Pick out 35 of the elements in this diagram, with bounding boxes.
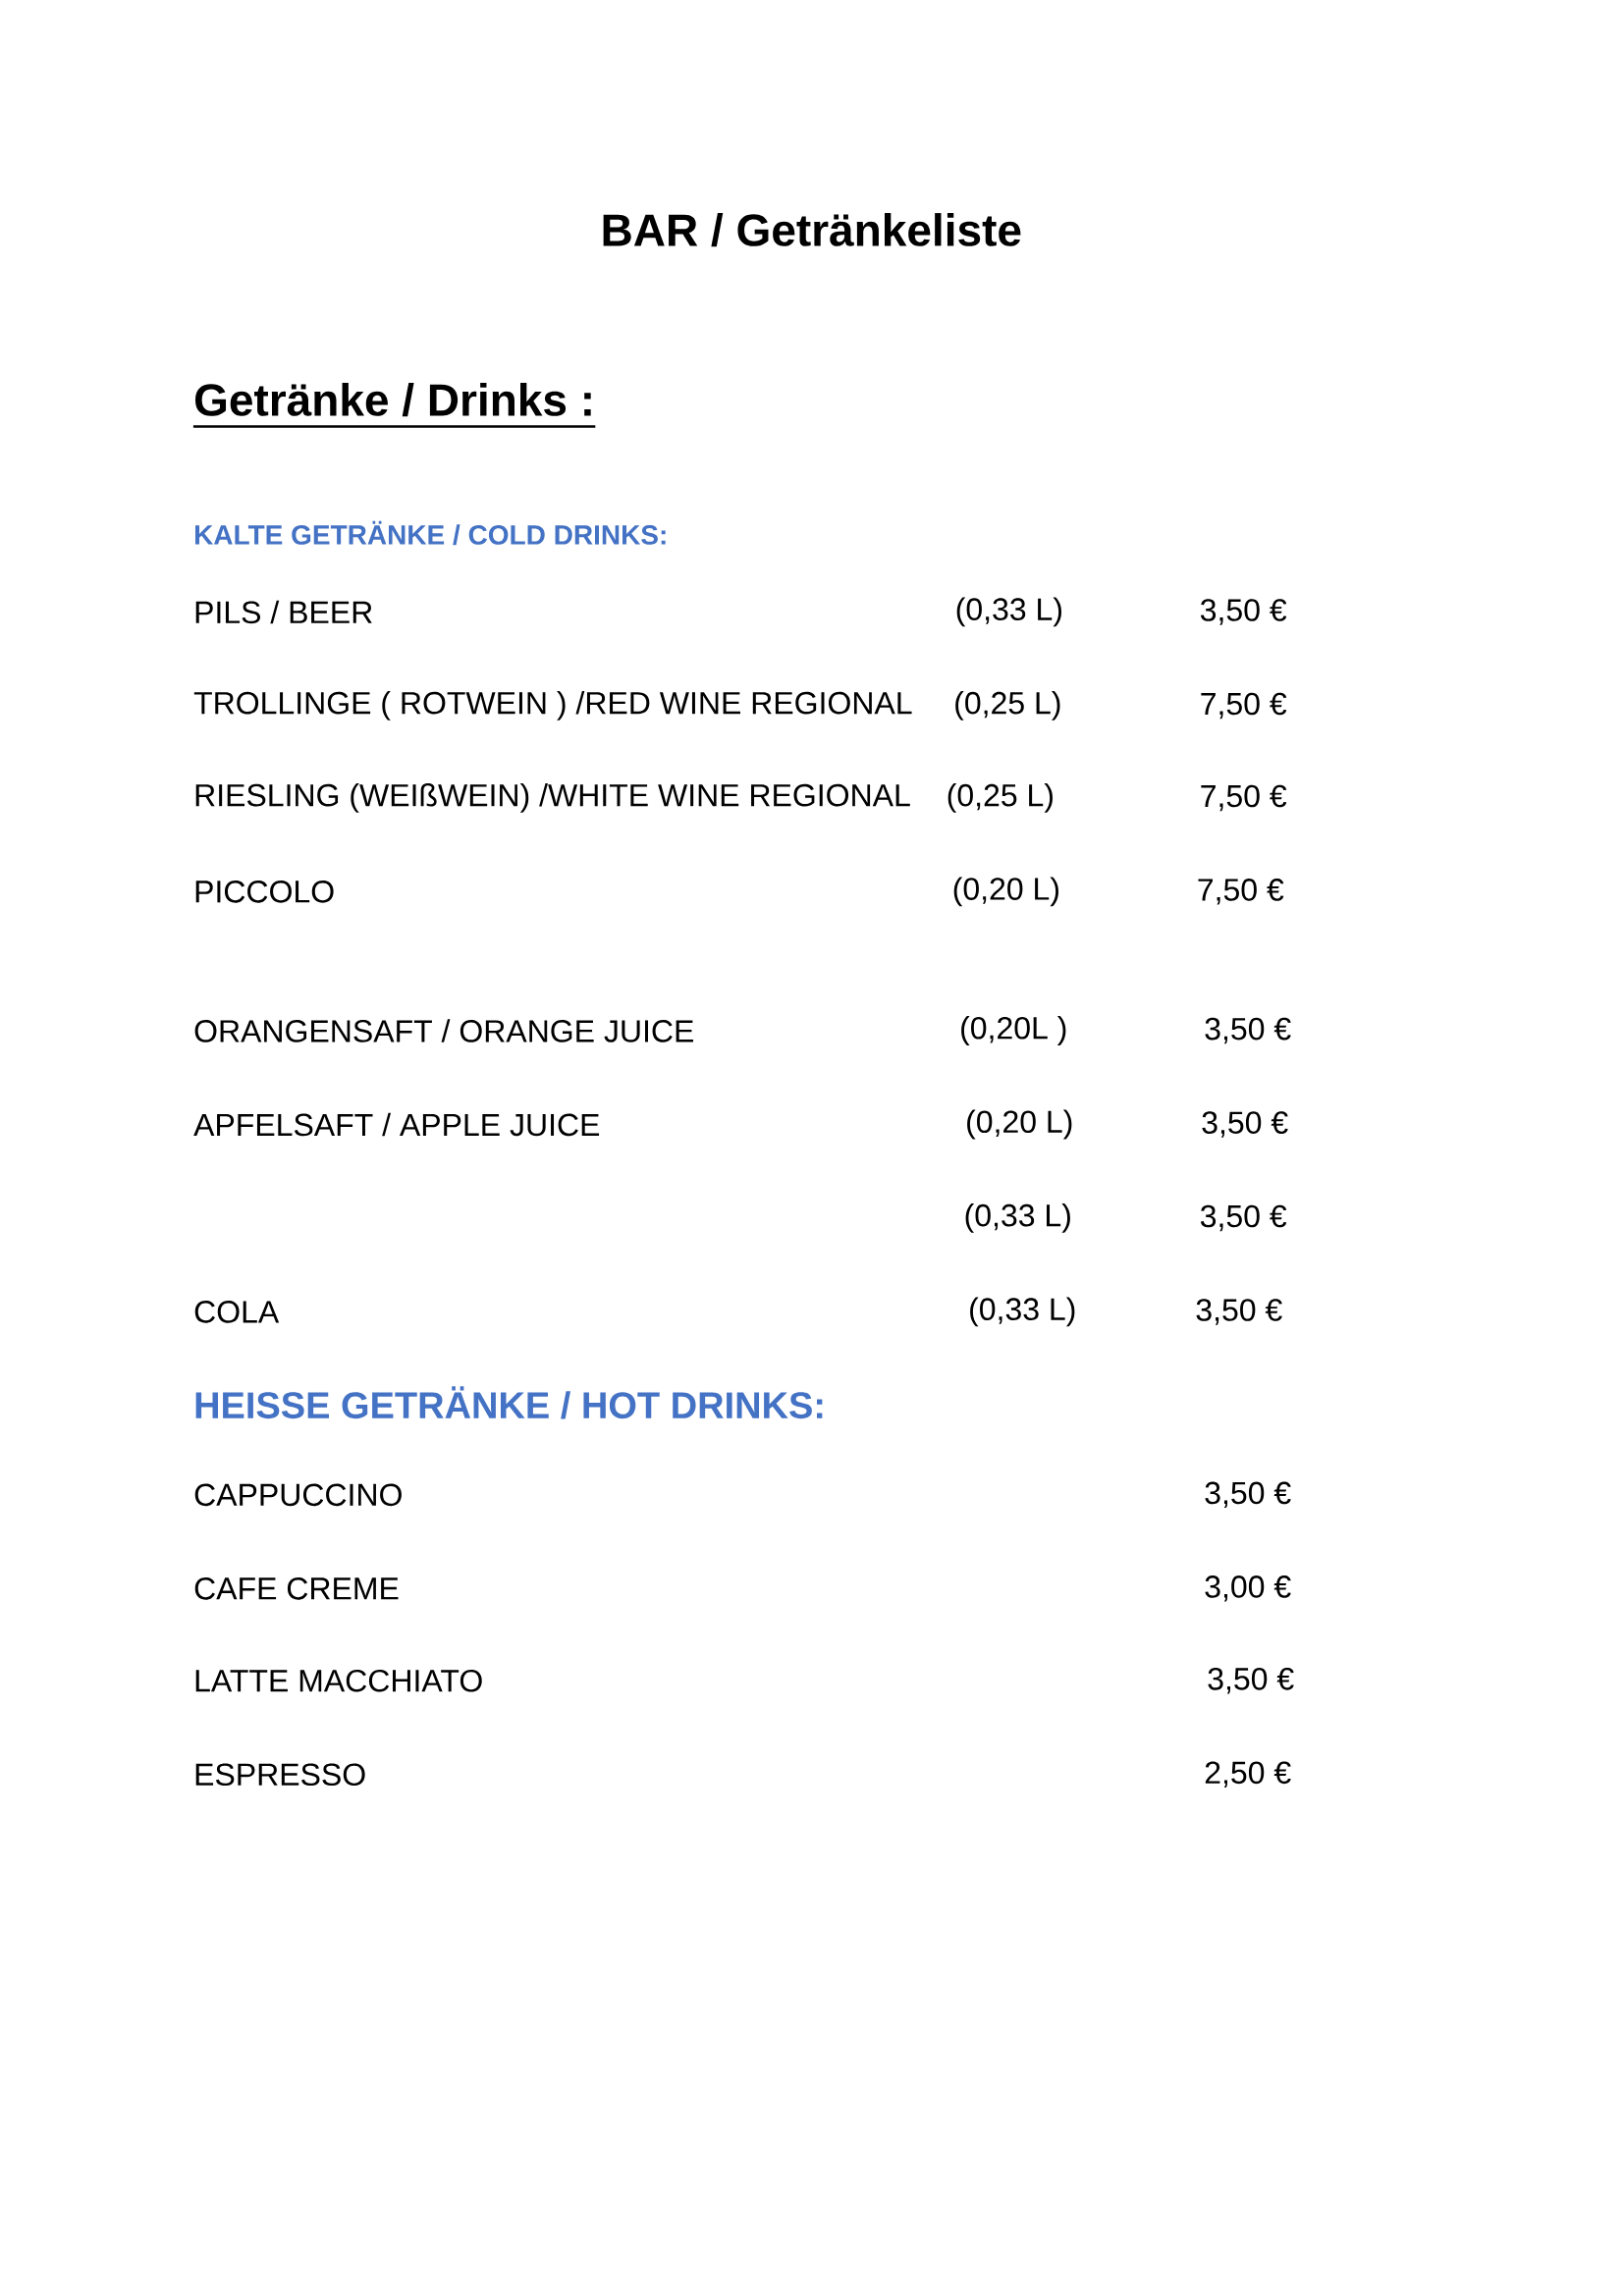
volume-text: (0,20 L) [967, 1109, 1072, 1140]
section-heading: HEISSE GETRÄNKE / HOT DRINKS: [195, 1386, 823, 1419]
item-name: ORANGENSAFT / ORANGE JUICE [194, 1019, 693, 1042]
volume-text: (0,33 L) [956, 597, 1061, 627]
item-name: TROLLINGE ( ROTWEIN ) /RED WINE REGIONAL [193, 691, 912, 721]
item-name: COLA [194, 1301, 280, 1323]
item-name: CAFE CREME [194, 1577, 399, 1600]
item-name: APFELSAFT / APPLE JUICE [193, 1112, 600, 1137]
section-heading: Getränke / Drinks : [192, 383, 596, 428]
price-text: 2,50 € [1205, 1761, 1291, 1788]
price-text: 3,50 € [1205, 1481, 1291, 1509]
volume-text: (0,33 L) [965, 1203, 1070, 1233]
price-text: 3,50 € [1200, 1204, 1287, 1232]
item-name: CAPPUCCINO [194, 1483, 402, 1507]
item-name: LATTE MACCHIATO [195, 1669, 482, 1692]
price-text: 3,50 € [1208, 1668, 1294, 1694]
section-heading: KALTE GETRÄNKE / COLD DRINKS: [194, 520, 666, 546]
menu-title: BAR / Getränkeliste [603, 213, 1021, 247]
volume-text: (0,25 L) [947, 783, 1053, 813]
volume-text: (0,20 L) [953, 877, 1058, 907]
price-text: 3,50 € [1205, 1017, 1291, 1044]
volume-text: (0,25 L) [955, 691, 1060, 721]
price-text: 7,50 € [1198, 879, 1284, 905]
item-name: ESPRESSO [195, 1763, 365, 1787]
item-name: PICCOLO [195, 881, 334, 903]
volume-text: (0,20L ) [961, 1016, 1066, 1045]
price-text: 3,50 € [1196, 1299, 1282, 1325]
price-text: 3,00 € [1205, 1575, 1291, 1602]
item-name: RIESLING (WEIßWEIN) /WHITE WINE REGIONAL [195, 783, 910, 813]
price-text: 7,50 € [1201, 784, 1287, 812]
price-text: 3,50 € [1202, 1111, 1288, 1138]
price-text: 3,50 € [1200, 599, 1287, 625]
price-text: 7,50 € [1201, 692, 1287, 720]
item-name: PILS / BEER [195, 600, 372, 624]
volume-text: (0,33 L) [970, 1297, 1075, 1327]
